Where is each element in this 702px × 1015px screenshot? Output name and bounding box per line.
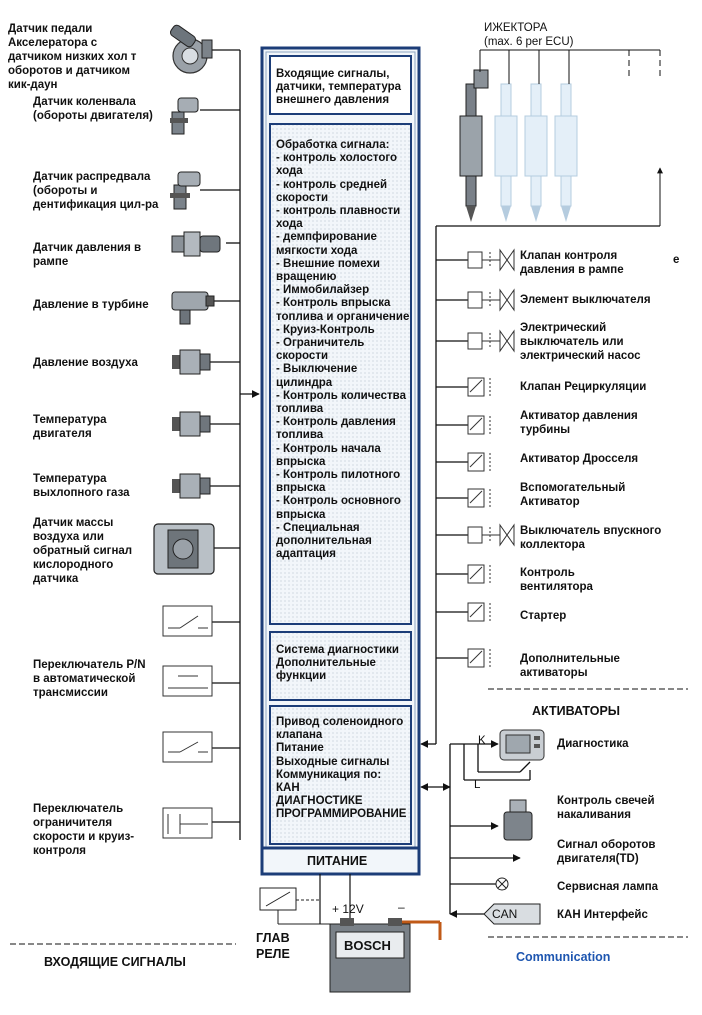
ecu-block-outputs-text: Привод соленоидного клапана Питание Выхо… <box>276 716 407 821</box>
injector-icon <box>524 83 548 222</box>
actuator-label-starter: Стартер <box>520 610 567 622</box>
inputs-section-title: ВХОДЯЩИЕ СИГНАЛЫ <box>44 955 186 969</box>
air-pressure-sensor-icon <box>172 349 211 375</box>
battery-minus-label: – <box>398 900 405 914</box>
input-label-crankshaft: Датчик коленвала (обороты двигателя) <box>33 96 153 122</box>
input-label-turbo-pressure: Давление в турбине <box>33 299 149 311</box>
camshaft-sensor-icon <box>170 171 201 210</box>
actuator-label-throttle: Активатор Дросселя <box>520 453 639 465</box>
power-wires <box>319 874 351 924</box>
ecu-power-label: ПИТАНИЕ <box>307 854 368 868</box>
ecu-block-processing <box>269 123 412 625</box>
actuator-label-auxiliary: Вспомогательный Активатор <box>520 482 626 508</box>
can-icon-label: CAN <box>492 907 518 921</box>
comm-k-label: K <box>478 735 486 747</box>
relay-coil-icon <box>467 488 491 508</box>
solenoid-valve-icon <box>467 329 515 353</box>
exhaust-temp-sensor-icon <box>172 473 211 499</box>
actuator-label-electric-pump: Электрический выключатель или электричес… <box>520 322 641 362</box>
relay-coil-icon <box>467 452 491 472</box>
glow-plug-control-icon <box>503 799 533 841</box>
pn-switch-icon <box>162 665 213 697</box>
relay-coil-icon <box>467 415 491 435</box>
main-relay-icon <box>259 887 340 925</box>
injector-icon <box>459 69 489 222</box>
input-label-engine-temp: Температура двигателя <box>33 414 107 440</box>
battery-plus-label: + 12V <box>332 902 364 916</box>
communication-bus <box>420 740 531 918</box>
service-lamp-icon <box>495 877 509 891</box>
input-label-cruise-switch: Переключатель ограничителя скорости и кр… <box>33 803 135 857</box>
comm-label-glow-plugs: Контроль свечей накаливания <box>557 795 655 821</box>
input-label-camshaft: Датчик распредвала (обороты и дентификац… <box>33 171 159 211</box>
can-interface-icon <box>483 903 541 925</box>
ecu-block-processing-text: Обработка сигнала: - контроль холостого … <box>276 139 410 561</box>
input-label-pn-switch: Переключатель P/N в автоматической транс… <box>33 659 146 699</box>
comm-label-service-lamp: Сервисная лампа <box>557 881 659 893</box>
input-bus <box>200 49 260 840</box>
actuator-label-switch-element: Элемент выключателя <box>520 294 651 306</box>
comm-label-rpm-signal: Сигнал оборотов двигателя(TD) <box>557 839 656 865</box>
relay-coil-icon <box>467 648 491 668</box>
input-label-air-pressure: Давление воздуха <box>33 357 138 369</box>
input-label-mass-airflow: Датчик массы воздуха или обратный сигнал… <box>33 517 133 585</box>
battery-icon <box>329 918 442 993</box>
relay-coil-icon <box>467 377 491 397</box>
diagnostic-tester-icon <box>499 729 545 761</box>
input-label-exhaust-temp: Температура выхлопного газа <box>33 473 130 499</box>
actuators-section-title: АКТИВАТОРЫ <box>532 704 621 718</box>
engine-temp-sensor-icon <box>172 411 211 437</box>
input-label-rail-pressure: Датчик давления в рампе <box>33 242 142 268</box>
rail-pressure-sensor-icon <box>171 231 221 257</box>
comm-label-diagnostics: Диагностика <box>557 738 629 750</box>
comm-l-label: L <box>474 779 481 791</box>
relay-coil-icon <box>467 602 491 622</box>
ecu-block-outputs <box>269 705 412 845</box>
ecu-block-diagnostics <box>269 631 412 701</box>
comm-label-can-interface: КАН Интерфейс <box>557 909 648 921</box>
switch-icon <box>162 731 213 763</box>
actuator-label-fan: Контроль вентилятора <box>520 567 593 593</box>
actuator-label-egr-valve: Клапан Рециркуляции <box>520 381 647 393</box>
actuator-stray-mark: е <box>673 254 680 266</box>
cruise-switch-icon <box>162 807 213 839</box>
crankshaft-sensor-icon <box>170 97 199 135</box>
turbo-pressure-sensor-icon <box>171 291 215 325</box>
injectors-group <box>459 49 663 226</box>
actuator-symbols <box>467 248 515 668</box>
switch-icon <box>162 605 213 637</box>
injectors-title: ИЖЕКТОРА (max. 6 per ECU) <box>484 22 574 48</box>
ecu-unit <box>260 46 421 876</box>
actuator-label-turbo-actuator: Активатор давления турбины <box>520 410 638 436</box>
pedal-sensor-icon <box>169 24 213 74</box>
solenoid-valve-icon <box>467 523 515 547</box>
communication-section-title: Communication <box>516 950 611 964</box>
ecu-block-diagnostics-text: Система диагностики Дополнительные функц… <box>276 644 399 683</box>
ecu-block-inputs-text: Входящие сигналы, датчики, температура в… <box>276 68 402 107</box>
mass-airflow-sensor-icon <box>153 523 215 575</box>
solenoid-valve-icon <box>467 248 515 272</box>
actuator-label-additional: Дополнительные активаторы <box>520 653 620 679</box>
ecu-block-inputs <box>269 55 412 115</box>
injector-icon <box>494 83 518 222</box>
main-relay-label: ГЛАВ РЕЛЕ <box>256 931 290 961</box>
input-label-pedal: Датчик педали Акселератора с датчиком ни… <box>8 23 137 91</box>
ecu-block-power <box>260 846 421 876</box>
output-bus <box>420 225 660 748</box>
battery-brand-label: BOSCH <box>344 938 391 953</box>
actuator-label-rail-valve: Клапан контроля давления в рампе <box>520 250 624 276</box>
actuator-label-intake-switch: Выключатель впускного коллектора <box>520 525 662 551</box>
relay-coil-icon <box>467 564 491 584</box>
injector-icon <box>554 83 578 222</box>
solenoid-valve-icon <box>467 288 515 312</box>
